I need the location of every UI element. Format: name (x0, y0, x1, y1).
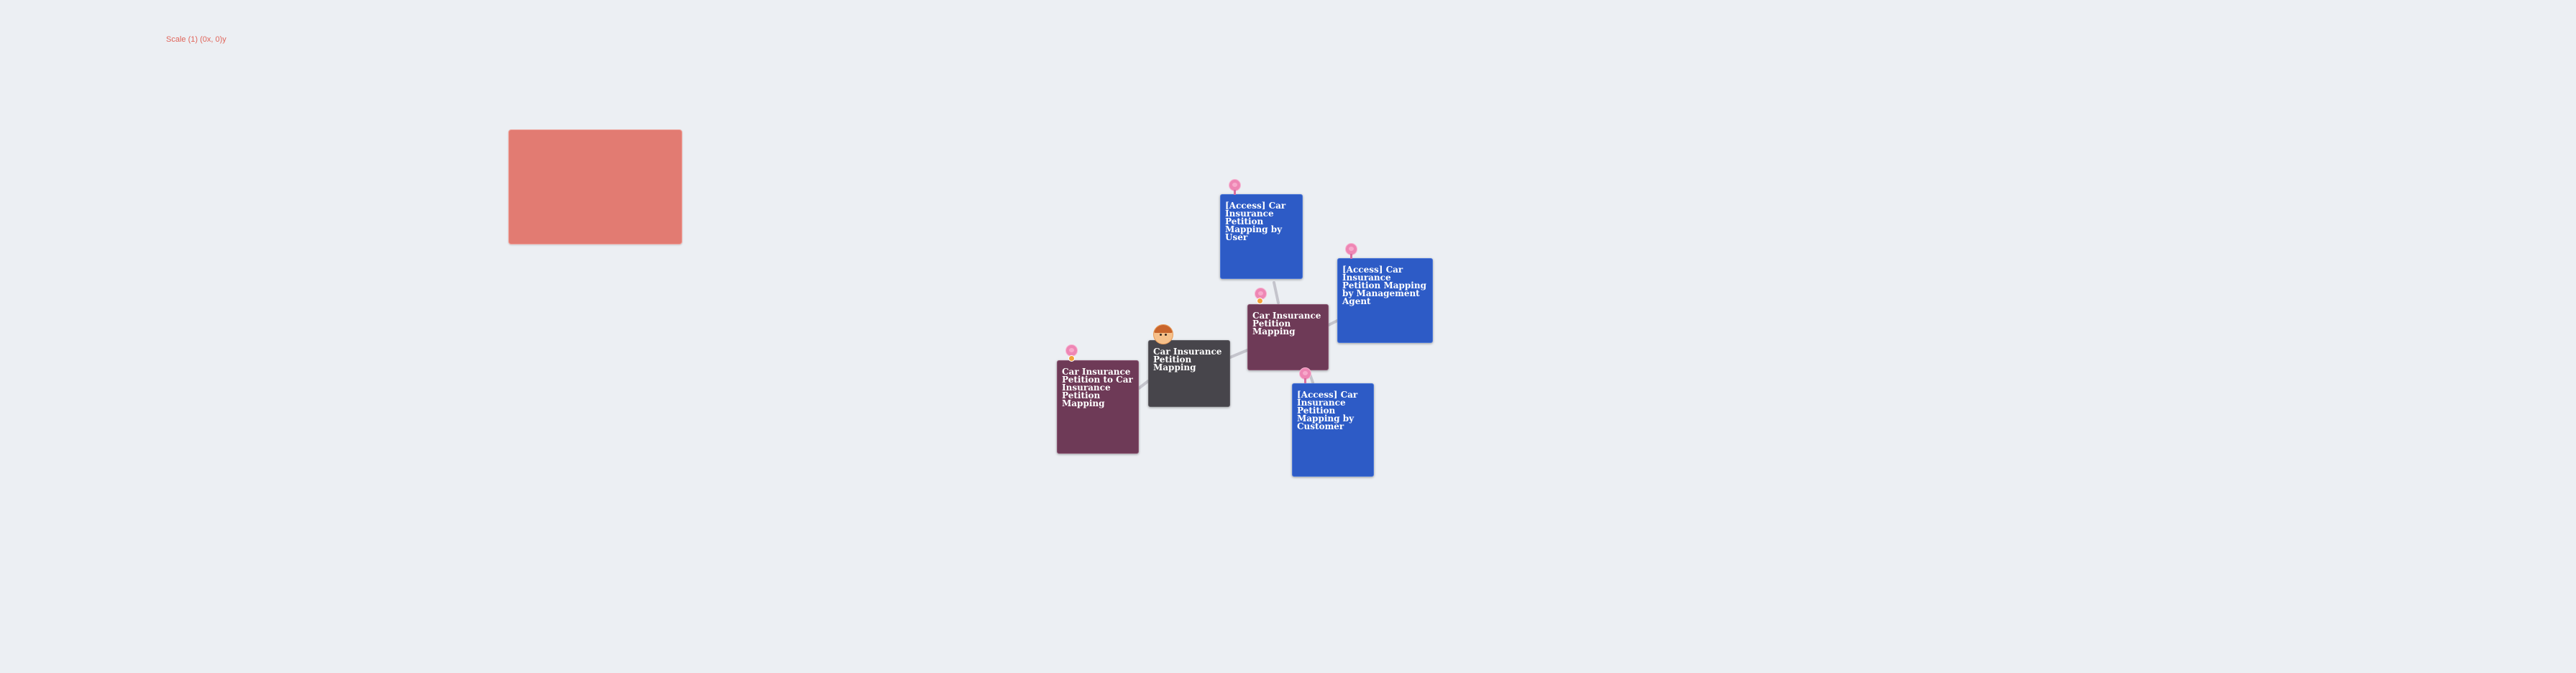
pin-tail (1234, 190, 1236, 195)
entity-node-center[interactable]: Car Insurance Petition Mapping (1148, 340, 1230, 407)
access-node-agent[interactable]: [Access] Car Insurance Petition Mapping … (1337, 258, 1433, 343)
map-pin-icon[interactable] (1065, 344, 1078, 357)
pin-tail (1350, 254, 1352, 259)
highlight-rectangle[interactable] (508, 129, 682, 244)
access-node-customer-label: [Access] Car Insurance Petition Mapping … (1297, 390, 1358, 431)
mapping-node-source-label: Car Insurance Petition to Car Insurance … (1062, 367, 1133, 408)
status-badge-icon (1257, 298, 1263, 304)
status-badge-icon (1068, 355, 1075, 362)
mapping-node-source[interactable]: Car Insurance Petition to Car Insurance … (1057, 360, 1139, 454)
access-node-agent-label: [Access] Car Insurance Petition Mapping … (1342, 265, 1426, 306)
pin-tail (1304, 378, 1306, 383)
entity-node-center-label: Car Insurance Petition Mapping (1153, 347, 1222, 372)
edge-hub-to-access-user (1273, 281, 1280, 304)
map-pin-icon[interactable] (1299, 367, 1311, 380)
edge-source-to-center (1137, 380, 1150, 390)
edge-hub-to-access-agent (1327, 319, 1339, 326)
person-avatar-icon[interactable] (1153, 324, 1173, 344)
scale-label: Scale (1) (0x, 0)y (166, 35, 226, 44)
access-node-customer[interactable]: [Access] Car Insurance Petition Mapping … (1292, 383, 1374, 477)
mapping-node-hub[interactable]: Car Insurance Petition Mapping (1247, 304, 1329, 370)
map-pin-icon[interactable] (1229, 179, 1241, 191)
access-node-user-label: [Access] Car Insurance Petition Mapping … (1225, 201, 1286, 242)
access-node-user[interactable]: [Access] Car Insurance Petition Mapping … (1220, 194, 1303, 279)
edge-center-to-hub (1229, 349, 1249, 359)
mapping-node-hub-label: Car Insurance Petition Mapping (1252, 311, 1321, 336)
